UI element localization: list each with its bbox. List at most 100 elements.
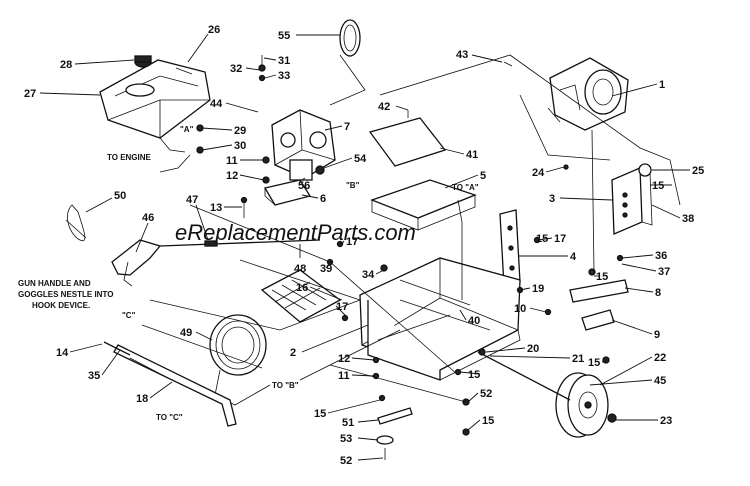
side-rail [569, 279, 629, 303]
pin-14 [103, 341, 131, 356]
clamp [581, 309, 615, 331]
callout-12-upper: 12 [226, 170, 238, 182]
callout-3: 3 [549, 193, 555, 205]
callout-20: 20 [527, 343, 539, 355]
callout-24: 24 [532, 167, 545, 179]
grommet-25 [638, 163, 652, 177]
callout-50: 50 [114, 190, 126, 202]
callout-11-upper: 11 [226, 155, 238, 167]
note-gun-handle-line-2: GOGGLES NESTLE INTO [18, 290, 113, 299]
callout-48: 48 [294, 263, 306, 275]
pump-assembly [271, 109, 336, 181]
callout-14: 14 [56, 347, 69, 359]
note-gun-handle-line-3: HOOK DEVICE. [32, 301, 90, 310]
note-to-engine: TO ENGINE [107, 153, 152, 162]
callout-51: 51 [342, 417, 354, 429]
callout-38: 38 [682, 213, 694, 225]
callout-15-upright: 15 [536, 233, 548, 245]
callout-32: 32 [230, 63, 242, 75]
callout-52-right: 52 [480, 388, 492, 400]
callout-42: 42 [378, 101, 390, 113]
callout-41: 41 [466, 149, 478, 161]
callout-12-lower: 12 [338, 353, 350, 365]
callout-5: 5 [480, 170, 486, 182]
washer-20 [478, 348, 486, 356]
main-frame [359, 257, 521, 381]
callout-15-clamp: 15 [588, 357, 600, 369]
callout-49: 49 [180, 327, 192, 339]
fuel-cap [134, 55, 152, 68]
callout-4: 4 [570, 251, 577, 263]
callout-17-gun: 17 [346, 236, 358, 248]
callout-47: 47 [186, 194, 198, 206]
fasteners-left [240, 156, 270, 218]
callout-54: 54 [354, 153, 367, 165]
hose-ring [339, 19, 361, 57]
callout-15-frame: 15 [468, 369, 480, 381]
callout-56: 56 [298, 180, 310, 192]
mount-pad [263, 179, 312, 206]
callout-28: 28 [60, 59, 72, 71]
note-ref-c: "C" [122, 311, 136, 320]
callout-34: 34 [362, 269, 375, 281]
callout-15-left: 15 [314, 408, 326, 420]
callout-15-control: 15 [652, 180, 664, 192]
callout-40: 40 [468, 315, 480, 327]
callout-6: 6 [320, 193, 326, 205]
callout-10: 10 [514, 303, 526, 315]
foot-mount [376, 407, 413, 460]
note-gun-handle-line-1: GUN HANDLE AND [18, 279, 91, 288]
callouts: 1 2 3 4 5 6 7 8 9 10 11 11 12 12 13 14 1… [24, 24, 704, 467]
callout-17-upright: 17 [554, 233, 566, 245]
hook-rack [260, 269, 342, 323]
routing-lines [141, 54, 681, 403]
callout-15-rail: 15 [596, 271, 608, 283]
callout-36: 36 [655, 250, 667, 262]
battery-tray [370, 179, 477, 231]
callout-11-lower: 11 [338, 370, 350, 382]
note-ref-b: "B" [346, 181, 360, 190]
wheel [555, 372, 609, 438]
note-ref-a: "A" [180, 125, 194, 134]
axle [477, 351, 571, 401]
callout-15-bottom: 15 [482, 415, 494, 427]
callout-7: 7 [344, 121, 350, 133]
note-to-b: TO "B" [272, 381, 299, 390]
callout-43: 43 [456, 49, 468, 61]
callout-19: 19 [532, 283, 544, 295]
callout-8: 8 [655, 287, 661, 299]
callout-13: 13 [210, 202, 222, 214]
callout-33: 33 [278, 70, 290, 82]
callout-18: 18 [136, 393, 148, 405]
callout-9: 9 [654, 329, 660, 341]
callout-25: 25 [692, 165, 704, 177]
callout-31: 31 [278, 55, 290, 67]
motor-housing [547, 57, 629, 131]
callout-37: 37 [658, 266, 670, 278]
note-to-a: TO "A" [452, 183, 479, 192]
wheel-cap [607, 413, 617, 423]
callout-53: 53 [340, 433, 352, 445]
callout-35: 35 [88, 370, 100, 382]
fuel-valve [159, 124, 204, 173]
callout-45: 45 [654, 375, 666, 387]
cover-plate [368, 117, 447, 167]
callout-46: 46 [142, 212, 154, 224]
upright-bracket [499, 209, 521, 287]
spray-gun [111, 239, 321, 287]
callout-23: 23 [660, 415, 672, 427]
callout-26: 26 [208, 24, 220, 36]
fuel-tank [99, 59, 211, 139]
callout-52-bottom: 52 [340, 455, 352, 467]
callout-30: 30 [234, 140, 246, 152]
leader-lines [39, 33, 690, 461]
hose-coil [209, 314, 271, 406]
callout-39: 39 [320, 263, 332, 275]
callout-22: 22 [654, 352, 666, 364]
handle-bar [113, 344, 237, 427]
callout-29: 29 [234, 125, 246, 137]
control-box [611, 167, 653, 235]
callout-17-frame: 17 [336, 301, 348, 313]
callout-2: 2 [290, 347, 296, 359]
